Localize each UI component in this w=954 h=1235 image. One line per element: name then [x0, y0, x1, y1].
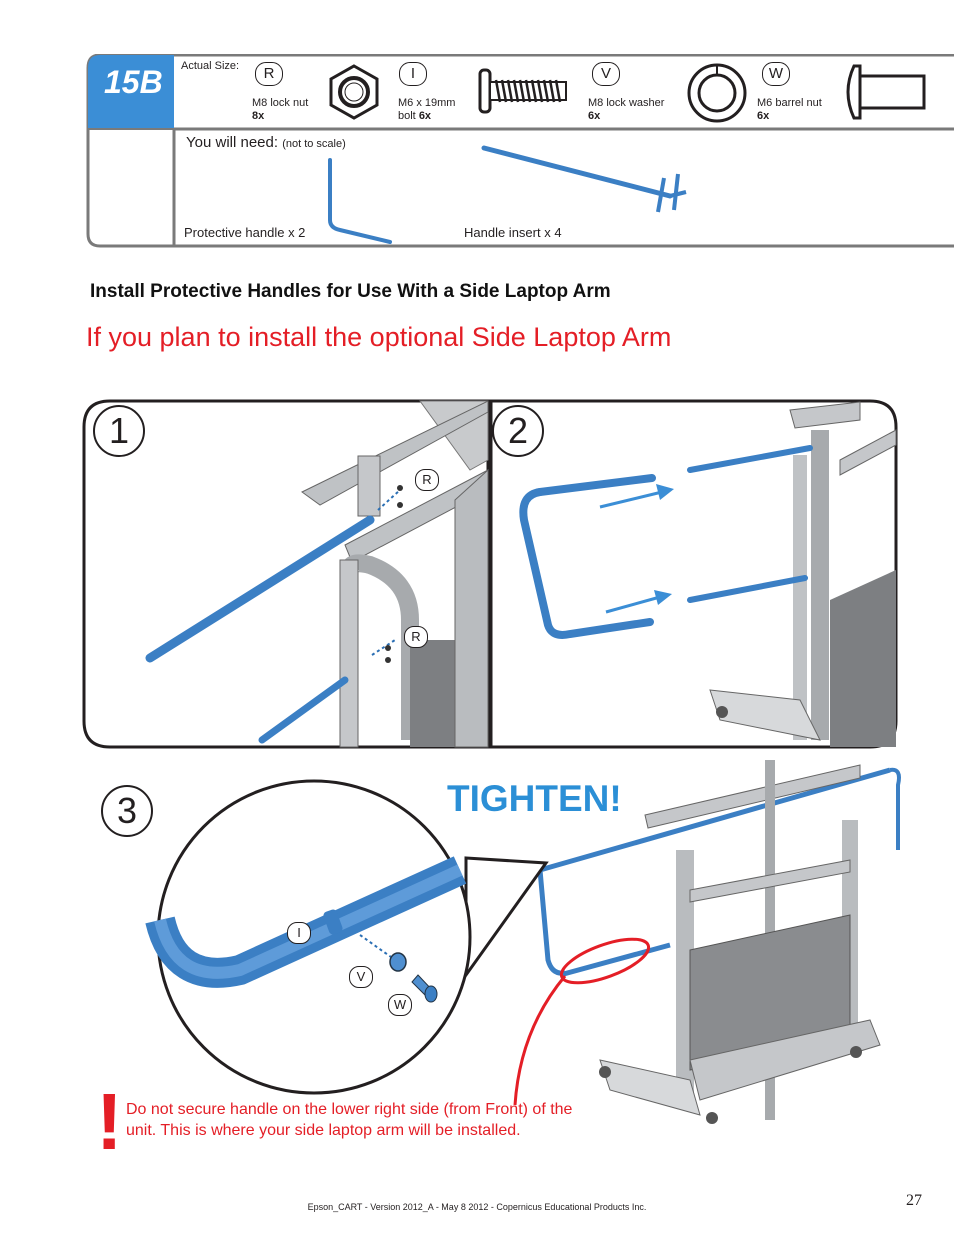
- part-letter-v: V: [592, 62, 620, 86]
- warning-icon: !: [96, 1077, 123, 1166]
- callout-r-upper: R: [415, 469, 439, 491]
- panel-1-illustration: [82, 399, 490, 749]
- protective-handle-icon: [328, 158, 392, 244]
- hex-nut-icon: [329, 64, 379, 120]
- part-letter-w: W: [762, 62, 790, 86]
- tighten-label: TIGHTEN!: [447, 778, 622, 819]
- part-letter-i: I: [399, 62, 427, 86]
- panel-2-illustration: [489, 399, 898, 749]
- step-2-badge: 2: [492, 405, 544, 457]
- panel-3-illustration: [145, 760, 901, 1124]
- actual-size-label: Actual Size:: [181, 60, 240, 72]
- callout-v: V: [349, 966, 373, 988]
- you-will-need-label: You will need: (not to scale): [186, 134, 346, 151]
- barrel-nut-icon: [846, 64, 926, 120]
- callout-r-lower: R: [404, 626, 428, 648]
- callout-w: W: [388, 994, 412, 1016]
- bolt-icon: [478, 68, 567, 114]
- page-number: 27: [906, 1192, 922, 1209]
- protective-handle-label: Protective handle x 2: [184, 225, 306, 240]
- handle-insert-label: Handle insert x 4: [464, 225, 562, 240]
- step-number: 15B: [104, 64, 163, 100]
- section-heading: Install Protective Handles for Use With …: [90, 281, 611, 302]
- part-name-i: M6 x 19mm bolt 6x: [398, 97, 456, 122]
- step-1-badge: 1: [93, 405, 145, 457]
- lock-washer-icon: [687, 63, 747, 123]
- handle-insert-icon: [481, 145, 687, 213]
- optional-arm-heading: If you plan to install the optional Side…: [86, 322, 672, 352]
- footer: Epson_CART - Version 2012_A - May 8 2012…: [307, 1202, 647, 1212]
- step-3-badge: 3: [101, 785, 153, 837]
- callout-i: I: [287, 922, 311, 944]
- warning-text: Do not secure handle on the lower right …: [126, 1101, 573, 1139]
- part-letter-r: R: [255, 62, 283, 86]
